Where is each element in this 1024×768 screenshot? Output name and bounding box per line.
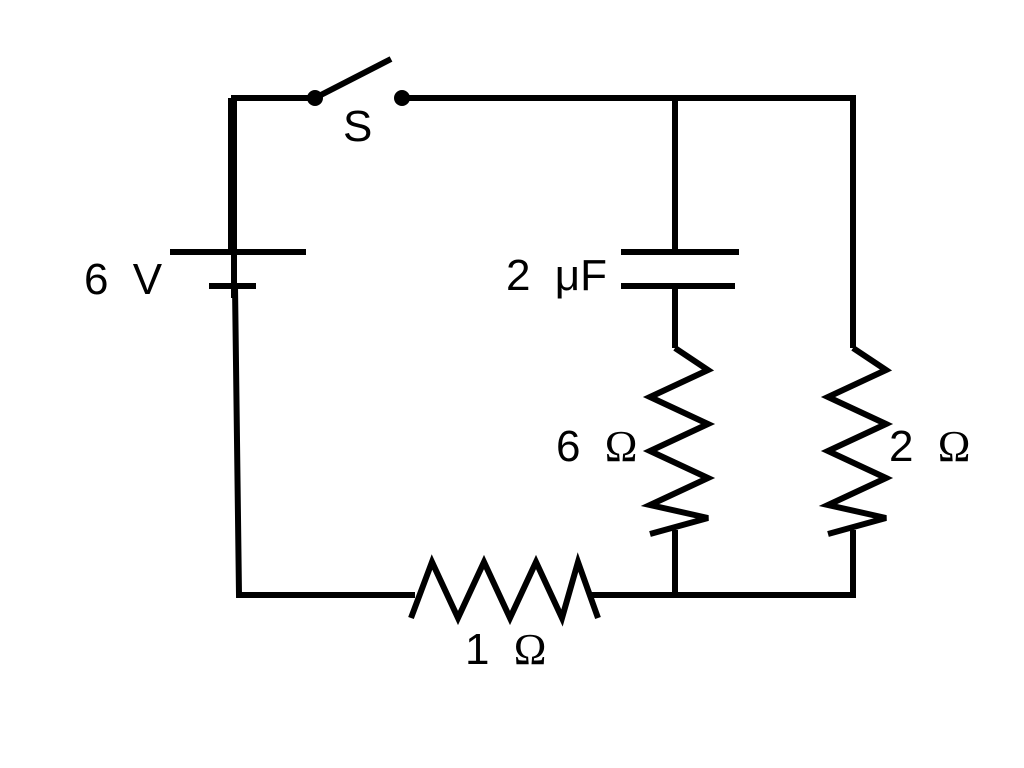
- resistor-2-ohm: [818, 345, 894, 537]
- resistor-1-label-value: 1: [465, 625, 489, 674]
- resistor-6-label: 6 Ω: [556, 422, 637, 471]
- switch-blade: [313, 56, 393, 101]
- resistor-1-label-unit: Ω: [514, 625, 547, 674]
- resistor-6-ohm: [640, 345, 716, 537]
- resistor-2-label-value: 2: [889, 422, 913, 471]
- capacitor-label-unit: μF: [555, 251, 607, 300]
- capacitor-label-value: 2: [506, 251, 530, 300]
- battery-6v: [170, 249, 306, 289]
- capacitor-2uf: [621, 249, 739, 289]
- battery-label-unit: V: [133, 255, 163, 304]
- resistor-6-label-unit: Ω: [605, 422, 638, 471]
- battery-label-value: 6: [84, 255, 108, 304]
- battery-label: 6 V: [84, 255, 163, 304]
- resistor-1-label: 1 Ω: [465, 625, 546, 674]
- resistor-2-label-unit: Ω: [938, 422, 971, 471]
- switch-label: S: [343, 102, 372, 151]
- resistor-2-label: 2 Ω: [889, 422, 970, 471]
- resistor-6-label-value: 6: [556, 422, 580, 471]
- switch-s: [307, 56, 410, 106]
- top-left-wire: [231, 95, 315, 298]
- resistor-1-ohm: [408, 552, 601, 627]
- capacitor-label: 2 μF: [506, 251, 607, 300]
- left-bottom-wire: [232, 285, 415, 598]
